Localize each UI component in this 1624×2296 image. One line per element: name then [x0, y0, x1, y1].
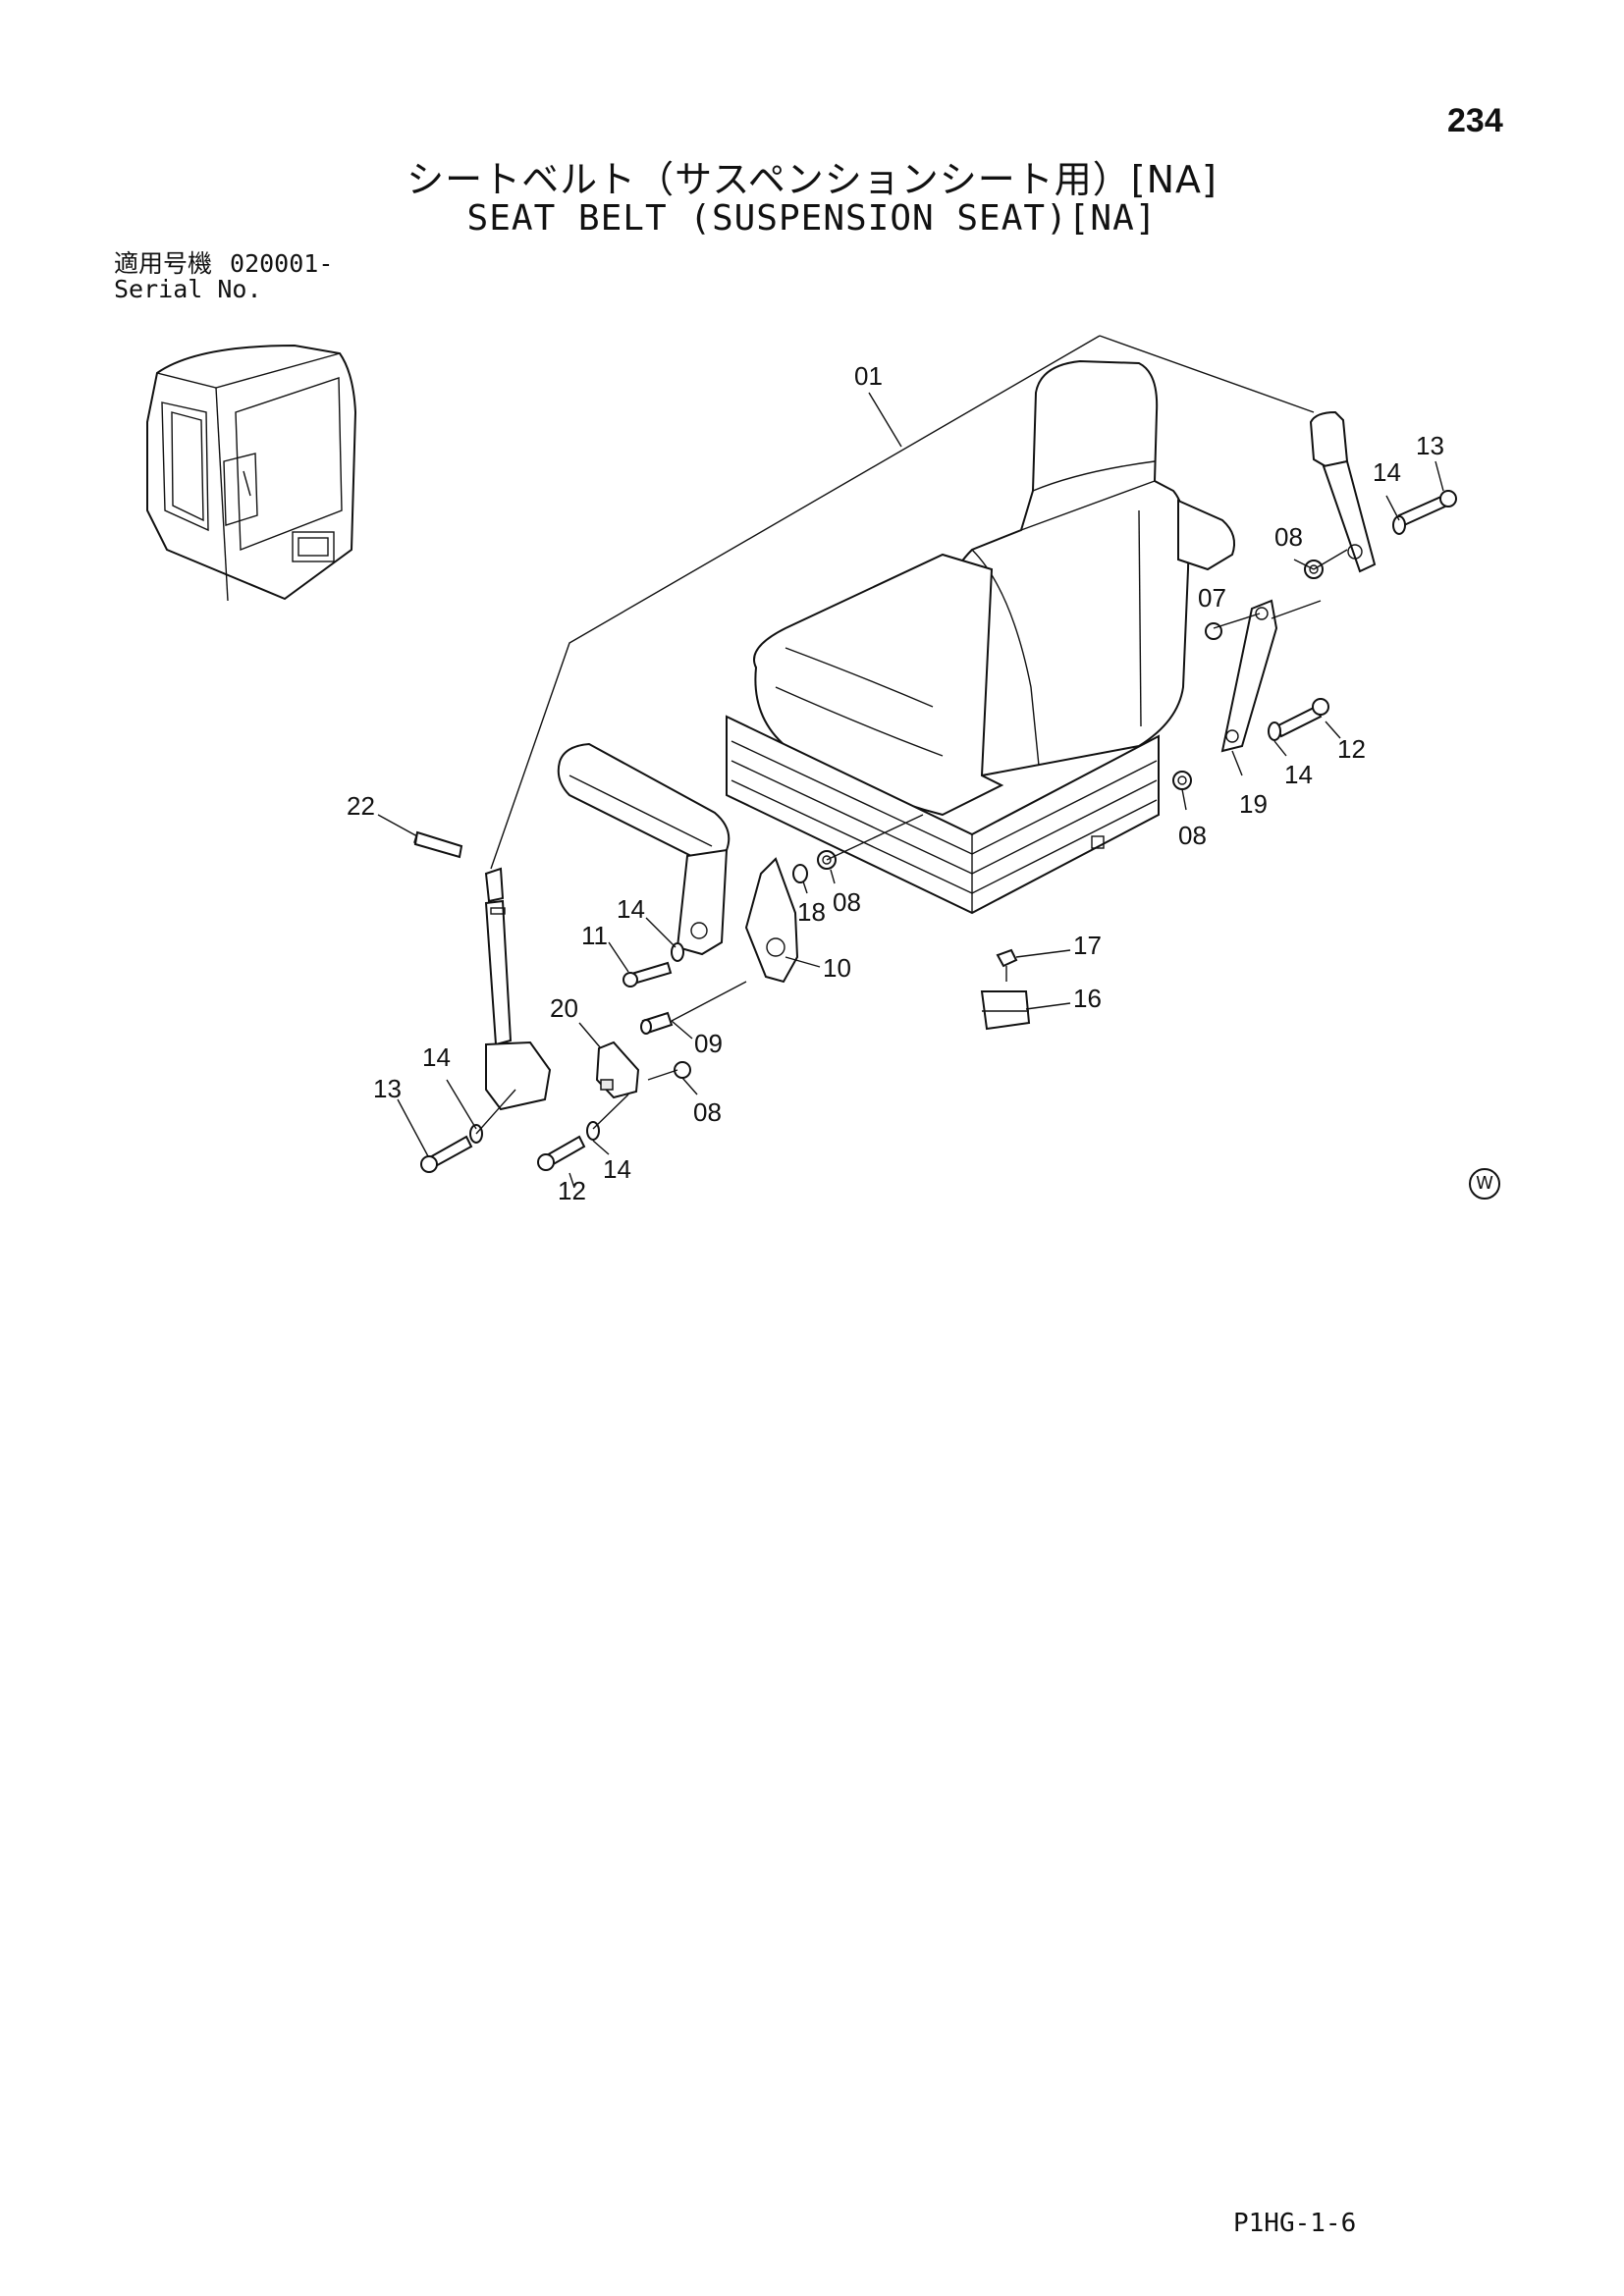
callout-14-left-lower: 14: [603, 1154, 631, 1184]
callout-07: 07: [1198, 583, 1226, 613]
callout-17: 17: [1073, 931, 1102, 960]
left-belt-retractor: [484, 867, 552, 1111]
callout-labels: 01 13 14 08 07 12 14 19 08 22 14 11 18 0…: [347, 361, 1444, 1205]
callout-08-right: 08: [1274, 522, 1303, 552]
suspension-seat-assembly: [726, 359, 1235, 915]
callout-20: 20: [550, 993, 578, 1023]
serial-label-jp: 適用号機: [114, 249, 213, 278]
callout-12-right: 12: [1337, 734, 1366, 764]
belt-bracket-10: [744, 857, 799, 984]
callout-09: 09: [694, 1029, 723, 1058]
callout-14-right-lower: 14: [1284, 760, 1313, 789]
cab-location-thumbnail: [146, 344, 357, 602]
title-english: SEAT BELT (SUSPENSION SEAT)[NA]: [466, 198, 1158, 239]
callout-19: 19: [1239, 789, 1268, 819]
left-armrest: [557, 742, 731, 956]
callout-22: 22: [347, 791, 375, 821]
page-number: 234: [1447, 102, 1503, 139]
callout-13-left: 13: [373, 1074, 402, 1103]
callout-01: 01: [854, 361, 883, 391]
callout-16: 16: [1073, 984, 1102, 1013]
callout-12-left: 12: [558, 1176, 586, 1205]
title-japanese: シートベルト（サスペンションシート用）[NA]: [406, 158, 1218, 201]
callout-11: 11: [581, 921, 608, 950]
callout-10: 10: [823, 953, 851, 983]
callout-08-right-lower: 08: [1178, 821, 1207, 850]
callout-14-mid: 14: [617, 894, 645, 924]
serial-block: 適用号機 020001- Serial No.: [114, 251, 351, 302]
serial-label-en: Serial No.: [114, 275, 262, 303]
callout-18: 18: [797, 897, 826, 927]
serial-value: 020001-: [230, 249, 334, 278]
callout-08-mid: 08: [833, 887, 861, 917]
document-code: P1HG-1-6: [1233, 2209, 1357, 2238]
hardware: [413, 490, 1457, 1173]
callout-13-right: 13: [1416, 431, 1444, 460]
callout-14-left: 14: [422, 1042, 451, 1072]
right-belt-buckle: [1220, 410, 1377, 753]
leader-lines: [377, 335, 1444, 1189]
callout-14-right: 14: [1373, 457, 1401, 487]
w-marker-icon: W: [1469, 1168, 1500, 1200]
callout-08-lower: 08: [693, 1097, 722, 1127]
